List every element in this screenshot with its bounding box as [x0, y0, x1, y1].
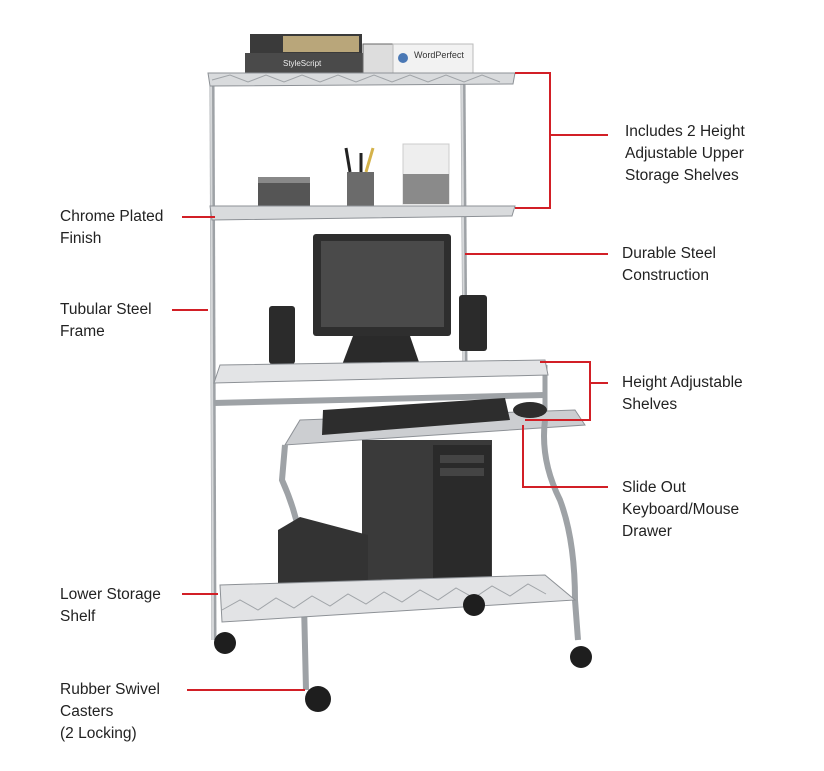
leader-line [182, 216, 215, 218]
callout-casters: Rubber Swivel Casters (2 Locking) [60, 681, 160, 742]
leader-line [172, 309, 208, 311]
leader-line [550, 134, 608, 136]
keyboard-drawer [284, 398, 586, 446]
leader-line [515, 72, 551, 74]
callout-steel-construction: Durable Steel Construction [622, 245, 716, 284]
leader-line [522, 425, 524, 488]
leader-line [540, 361, 591, 363]
leader-line [182, 593, 218, 595]
middle-shelf [209, 143, 516, 221]
leader-line [515, 207, 551, 209]
leader-line [589, 361, 591, 421]
upper-shelf [207, 72, 516, 87]
callout-lower-shelf: Lower Storage Shelf [60, 586, 161, 625]
leader-line [525, 419, 591, 421]
box-label: WordPerfect [414, 50, 464, 60]
software-boxes: StyleScript WordPerfect [245, 34, 474, 74]
casters [214, 594, 592, 712]
leader-line [522, 486, 608, 488]
leader-line [187, 689, 305, 691]
callout-adjustable-shelves: Height Adjustable Shelves [622, 374, 743, 413]
computer-shelf [213, 234, 549, 406]
box-label: StyleScript [283, 59, 322, 68]
leader-line [465, 253, 608, 255]
pc-tower [362, 440, 492, 595]
callout-upper-shelves: Includes 2 Height Adjustable Upper Stora… [625, 123, 745, 184]
leader-line [590, 382, 608, 384]
callout-tubular-frame: Tubular Steel Frame [60, 301, 152, 340]
callout-keyboard-drawer: Slide Out Keyboard/Mouse Drawer [622, 479, 740, 540]
leader-line [549, 72, 551, 209]
callout-chrome-finish: Chrome Plated Finish [60, 208, 164, 247]
lower-shelf [219, 574, 577, 623]
